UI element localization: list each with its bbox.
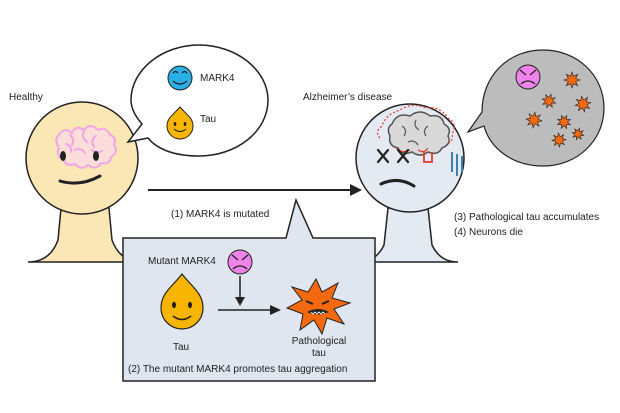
legend-bubble (126, 44, 269, 157)
step3-label: (3) Pathological tau accumulates (454, 212, 600, 223)
healthy-person (25, 101, 143, 263)
step4-label: (4) Neurons die (454, 227, 523, 238)
neuron-death-lines (451, 152, 463, 176)
tau-inset-label: Tau (173, 342, 190, 353)
mutant-mark4-bubble-icon (515, 64, 541, 90)
pathological-tau-label: Pathological tau (286, 336, 352, 359)
tau-legend-label: Tau (200, 114, 217, 125)
pathological-tau-icon (285, 277, 352, 336)
mark4-icon (167, 65, 193, 91)
mark4-legend-label: MARK4 (200, 73, 235, 84)
sick-body (357, 207, 459, 263)
legend-bubble-shape (126, 44, 269, 157)
mutant-mark4-icon (227, 249, 253, 275)
mutation-arrow (148, 184, 362, 196)
step1-label: (1) MARK4 is mutated (171, 209, 270, 220)
pathological-tau-label-line2: tau (312, 347, 326, 359)
pathological-tau-small-icon (541, 93, 557, 109)
damaged-brain-icon (376, 104, 455, 156)
pathological-tau-label-line1: Pathological (291, 336, 347, 347)
tau-inset-icon (160, 273, 204, 330)
healthy-smile (58, 174, 102, 185)
pathological-tau-small-icon (525, 111, 543, 129)
mechanism-inset (122, 197, 376, 382)
healthy-right-eye (93, 151, 99, 161)
healthy-brain-icon (55, 125, 117, 169)
pathological-tau-small-icon (556, 114, 572, 130)
alzheimers-person (355, 103, 465, 263)
pathological-tau-cluster (525, 71, 592, 148)
pathological-tau-small-icon (563, 71, 581, 89)
sick-red-mark (423, 152, 433, 163)
pathological-tau-small-icon (551, 132, 567, 148)
tau-legend-icon (166, 106, 194, 140)
mutant-mark4-label: Mutant MARK4 (148, 256, 216, 267)
x-eyes-icon (376, 148, 410, 164)
healthy-left-eye (60, 151, 66, 161)
pathological-tau-small-icon (571, 127, 585, 141)
pathological-tau-small-icon (574, 95, 592, 113)
step2-label: (2) The mutant MARK4 promotes tau aggreg… (128, 364, 348, 375)
inset-panel-shape (122, 197, 376, 382)
accumulation-bubble (466, 49, 605, 167)
alzheimers-label: Alzheimer’s disease (303, 92, 393, 103)
mark4-down-arrow (235, 276, 245, 306)
sick-frown (379, 179, 416, 188)
healthy-label: Healthy (9, 92, 43, 103)
aggregation-arrow (218, 305, 281, 315)
